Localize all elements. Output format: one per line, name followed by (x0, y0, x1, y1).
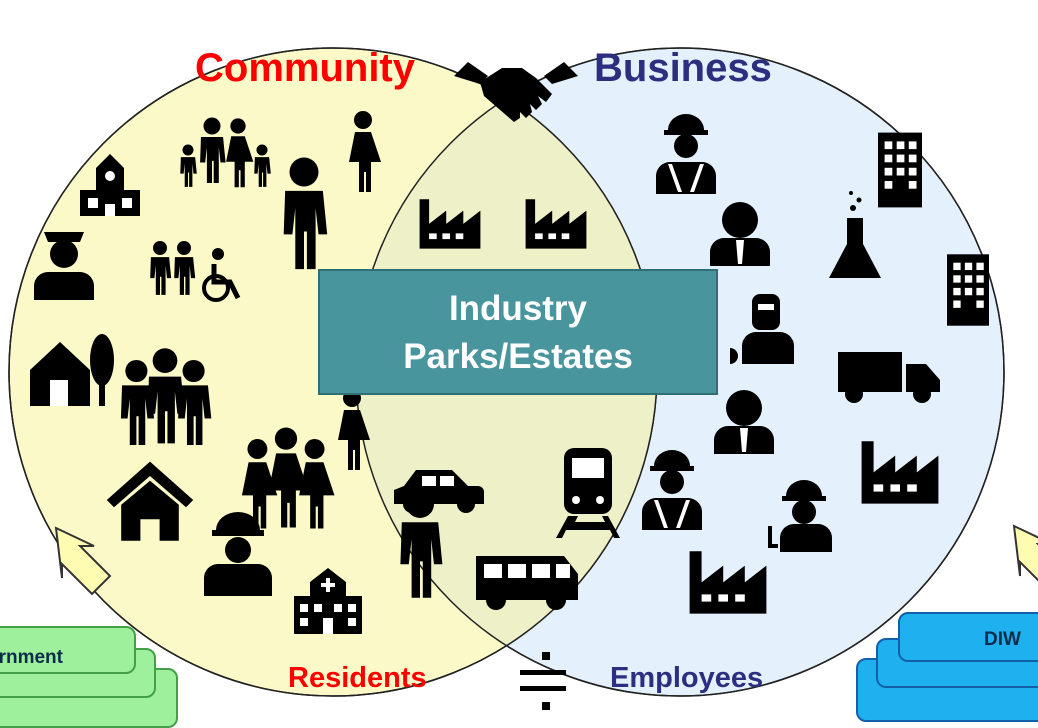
center-line-2: Parks/Estates (403, 337, 633, 376)
diw-stack-front (898, 612, 1038, 662)
train-icon (556, 448, 620, 538)
truck-icon (838, 352, 940, 403)
industry-parks-box: Industry Parks/Estates (318, 269, 718, 395)
electrician-icon (768, 480, 832, 552)
people-disability-icon (150, 241, 241, 302)
house-tree-icon (30, 334, 114, 406)
police-officer-icon (34, 232, 94, 300)
lab-flask-icon (829, 191, 881, 278)
center-line-1: Industry (448, 289, 588, 328)
office-building-icon (878, 132, 922, 208)
employees-label: Employees (610, 662, 764, 694)
office-building-icon (947, 254, 989, 326)
government-stack-label: ernment (0, 647, 63, 668)
hospital-icon (294, 568, 362, 634)
right-arrow-icon (1013, 525, 1038, 593)
business-title: Business (594, 46, 772, 90)
divide-equals-symbol (520, 652, 566, 710)
bus-icon (476, 556, 578, 610)
overlap-region (356, 48, 657, 696)
handshake-icon (454, 62, 578, 122)
school-icon (80, 154, 140, 216)
diw-stack-label: DIW (984, 629, 1021, 650)
welder-icon (730, 294, 794, 364)
community-title: Community (195, 46, 415, 90)
firefighter-icon (204, 512, 272, 596)
car-icon (394, 470, 484, 513)
residents-label: Residents (288, 662, 427, 694)
government-stack-front (0, 626, 136, 674)
